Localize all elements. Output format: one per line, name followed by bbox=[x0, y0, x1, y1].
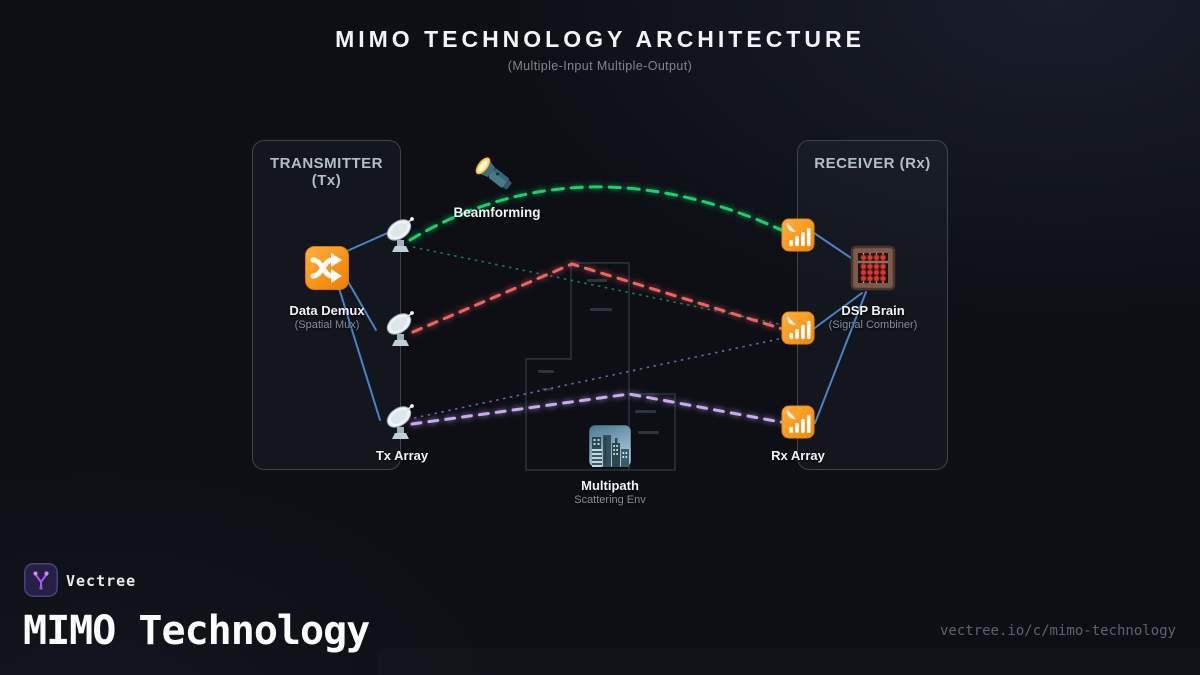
abacus-icon bbox=[850, 245, 896, 291]
tx-array-label: Tx Array bbox=[375, 448, 429, 463]
beamforming-arc bbox=[408, 185, 788, 242]
transmitter-title: TRANSMITTER (Tx) bbox=[270, 155, 383, 189]
multipath-red bbox=[411, 262, 788, 334]
multipath-sublabel: Scattering Env bbox=[574, 494, 646, 506]
building-windows bbox=[538, 279, 659, 434]
satellite-dish-icon bbox=[386, 311, 414, 346]
receiver-panel: RECEIVER (Rx) bbox=[797, 140, 948, 470]
flashlight-icon bbox=[475, 157, 512, 190]
page-title: MIMO TECHNOLOGY ARCHITECTURE bbox=[335, 26, 865, 52]
brand-name: Vectree bbox=[66, 572, 137, 590]
path-glow-layer bbox=[408, 184, 788, 426]
footer-url: vectree.io/c/mimo-technology bbox=[939, 623, 1176, 639]
signal-bars-icon bbox=[781, 311, 815, 345]
transmitter-panel: TRANSMITTER (Tx) bbox=[252, 140, 401, 470]
cityscape-icon bbox=[588, 424, 632, 468]
dsp-brain-label: DSP Brain bbox=[841, 303, 905, 318]
shuffle-icon bbox=[305, 246, 349, 290]
beamforming-label: Beamforming bbox=[453, 205, 541, 220]
footer-band bbox=[377, 648, 1200, 675]
satellite-dish-icon bbox=[386, 404, 414, 439]
footer-title: MIMO Technology bbox=[23, 608, 370, 654]
scatter-path-green bbox=[412, 246, 789, 327]
data-demux-sublabel: (Spatial Mux) bbox=[294, 319, 360, 331]
rx-feed-lines bbox=[811, 232, 867, 424]
signal-bars-icon bbox=[781, 218, 815, 252]
multipath-label: Multipath bbox=[581, 478, 639, 493]
vectree-logo bbox=[24, 563, 58, 597]
dsp-brain-sublabel: (Signal Combiner) bbox=[828, 319, 918, 331]
satellite-dish-icon bbox=[386, 217, 414, 252]
rx-array-label: Rx Array bbox=[771, 448, 825, 463]
scatter-path-purple bbox=[413, 336, 789, 419]
multipath-purple bbox=[410, 392, 788, 426]
data-demux-label: Data Demux bbox=[289, 303, 365, 318]
receiver-title: RECEIVER (Rx) bbox=[814, 155, 931, 172]
signal-bars-icon bbox=[781, 405, 815, 439]
page-subtitle: (Multiple-Input Multiple-Output) bbox=[507, 59, 693, 73]
